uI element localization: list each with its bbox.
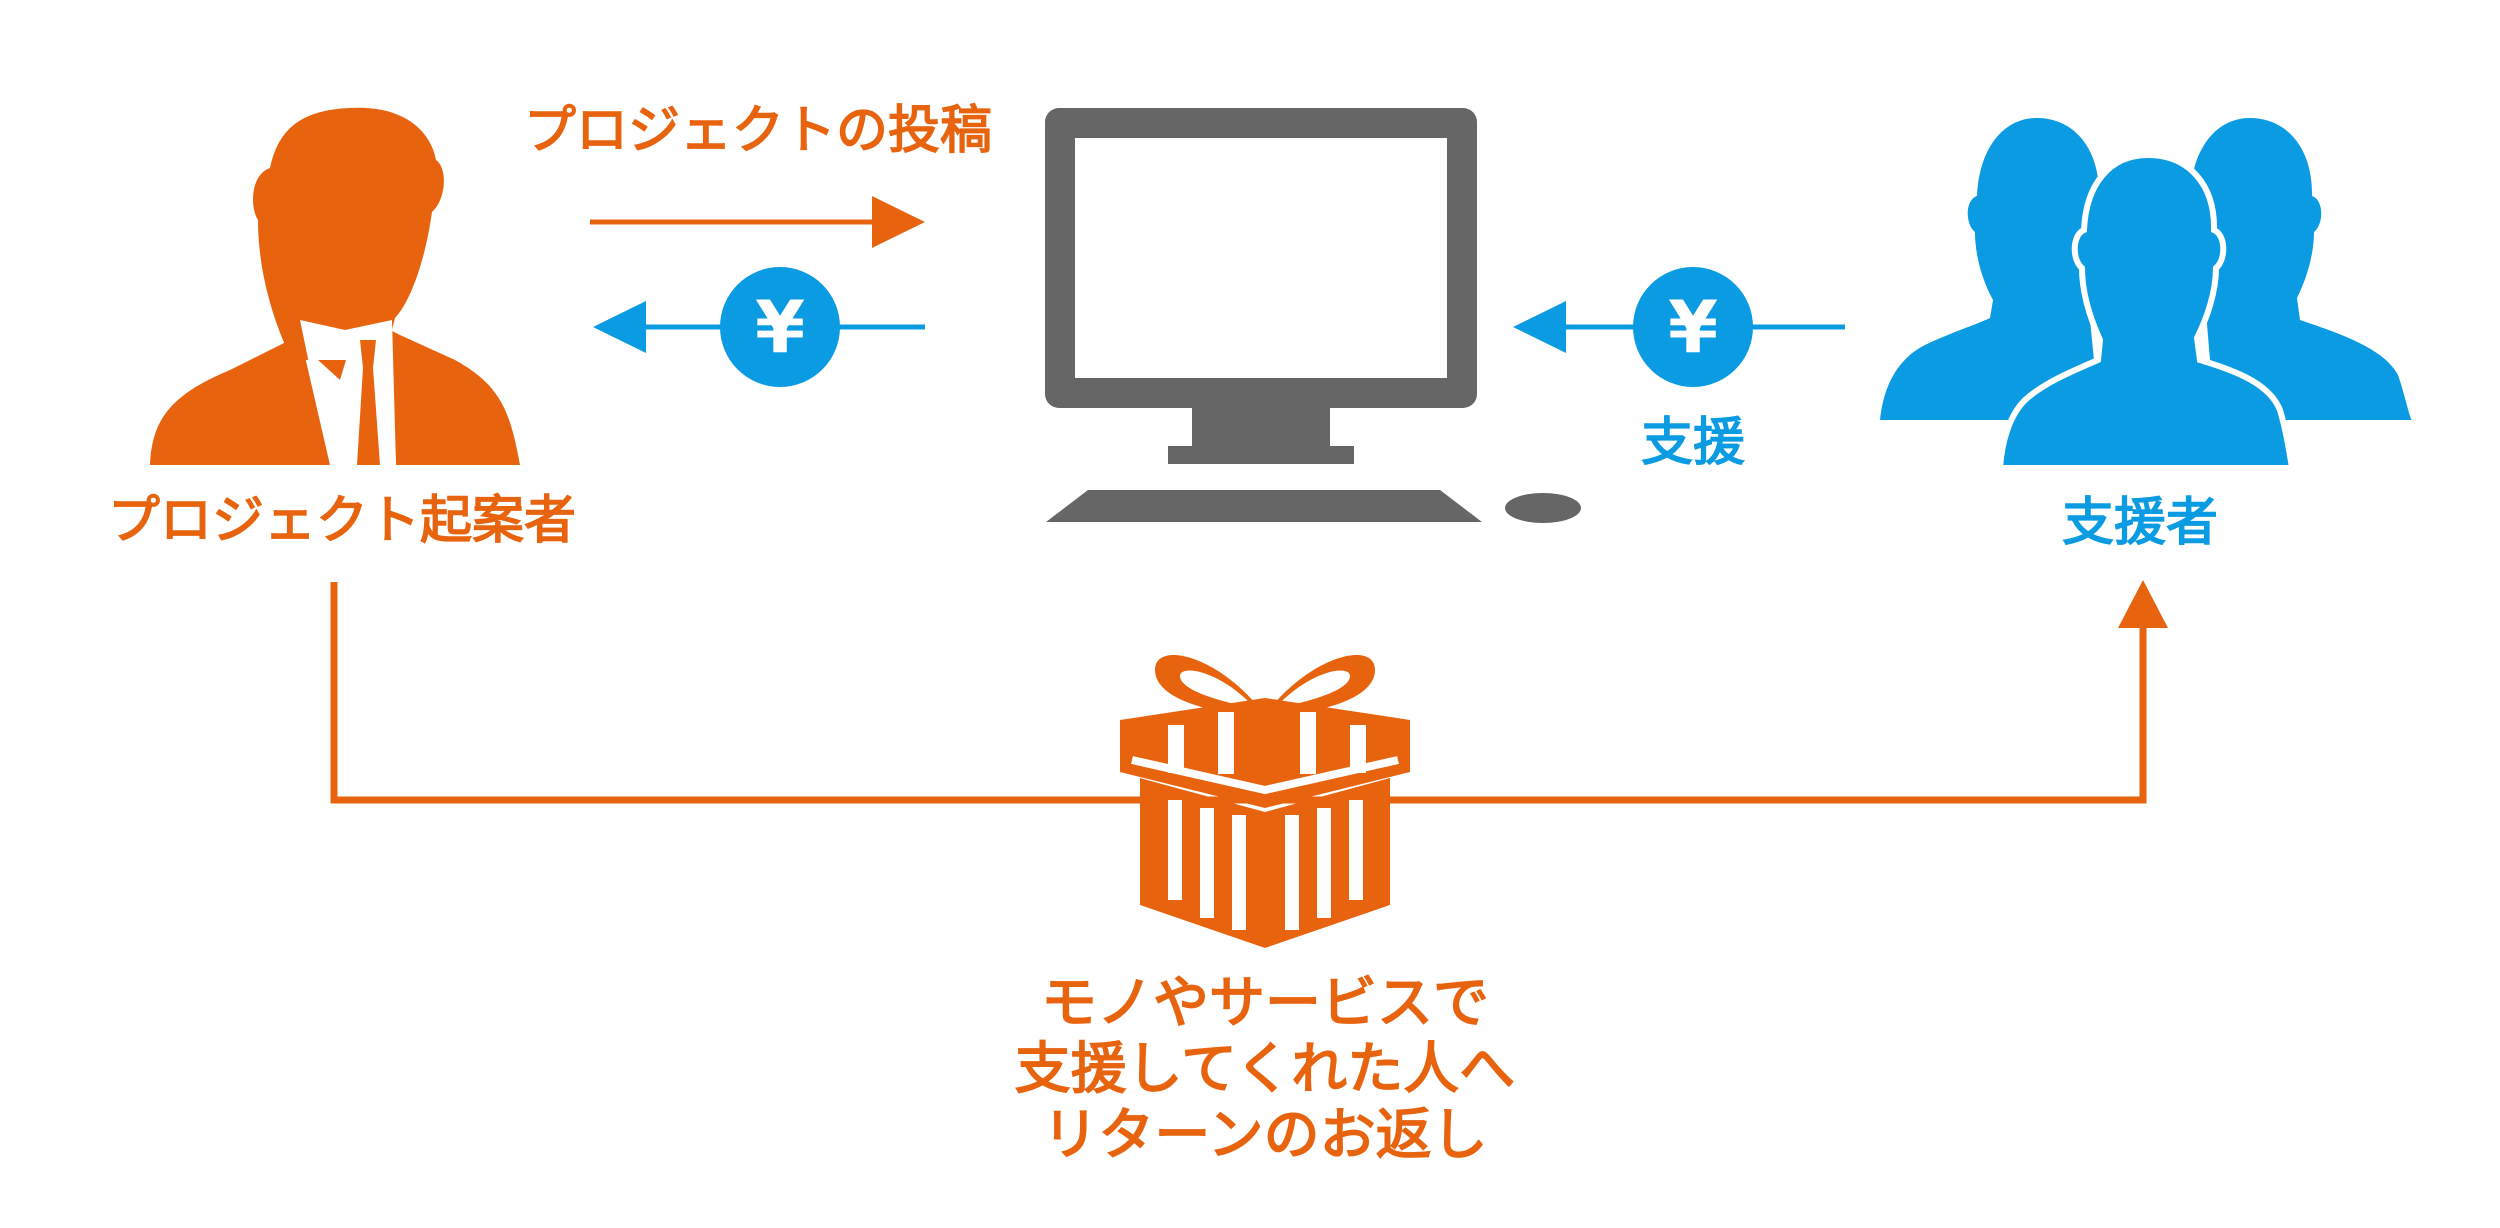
support-label: 支援	[1641, 413, 1746, 473]
project-post-label: プロジェクトの投稿	[524, 101, 992, 161]
project-owner-label: プロジェクト起案者	[108, 491, 576, 551]
gift-box-icon	[1120, 655, 1410, 948]
project-post-arrow	[590, 196, 925, 248]
computer-icon	[1045, 108, 1581, 523]
yen-coin-icon: ¥	[1633, 267, 1753, 387]
yen-symbol: ¥	[755, 285, 805, 369]
businessman-icon	[150, 107, 520, 465]
supporters-label: 支援者	[2062, 493, 2218, 553]
return-text-line-3: リターンのお返し	[1042, 1103, 1487, 1168]
return-text-line-2: 支援してくれた人へ	[1015, 1037, 1516, 1102]
yen-coin-icon: ¥	[720, 267, 840, 387]
yen-symbol: ¥	[1668, 285, 1718, 369]
people-group-icon	[1880, 118, 2412, 471]
return-text-line-1: モノやサービスで	[1041, 971, 1489, 1036]
